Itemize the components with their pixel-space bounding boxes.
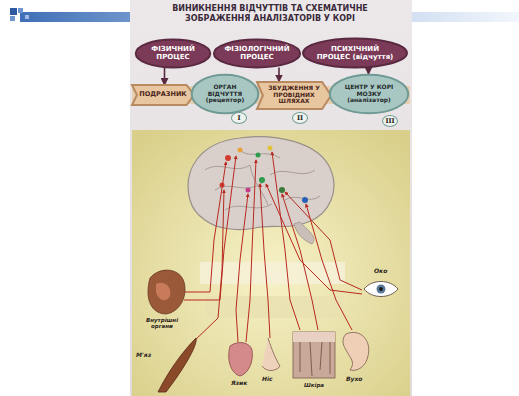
- organ-label: Язик: [231, 380, 247, 387]
- node-text: ФІЗІОЛОГІЧНИЙ ПРОЦЕС: [223, 45, 291, 61]
- receptor-oval: ОРГАН ВІДЧУТТЯ (рецептор): [191, 74, 259, 114]
- node-text: ФІЗИЧНИЙ ПРОЦЕС: [145, 45, 201, 61]
- flow-arrow: [164, 68, 166, 86]
- organ-label: Ніс: [262, 376, 273, 383]
- poster-title: ВИНИКНЕННЯ ВІДЧУТТІВ ТА СХЕМАТИЧНЕ ЗОБРА…: [150, 4, 390, 23]
- node-text: ПСИХІЧНИЙ ПРОЦЕС (відчуття): [314, 45, 396, 61]
- node-text: ЗБУДЖЕННЯ У ПРОВІДНИХ ШЛЯХАХ: [262, 85, 326, 106]
- process-oval: ФІЗІОЛОГІЧНИЙ ПРОЦЕС: [213, 39, 301, 68]
- analyzer-oval: ЦЕНТР У КОРІ МОЗКУ (аналізатор): [329, 74, 409, 114]
- callout-number: III: [382, 115, 398, 127]
- process-oval: ФІЗИЧНИЙ ПРОЦЕС: [135, 39, 211, 68]
- organ-label: Вухо: [346, 376, 362, 383]
- organ-label: Око: [374, 268, 387, 275]
- node-text: ЦЕНТР У КОРІ МОЗКУ (аналізатор): [339, 84, 399, 105]
- process-oval: ПСИХІЧНИЙ ПРОЦЕС (відчуття): [302, 38, 408, 68]
- flow-arrow: [278, 68, 280, 82]
- node-text: ПОДРАЗНИК: [139, 91, 186, 98]
- callout-number: I: [231, 112, 247, 124]
- pathway-arrow: ЗБУДЖЕННЯ У ПРОВІДНИХ ШЛЯХАХ: [257, 82, 331, 109]
- callout-number: II: [292, 112, 308, 124]
- flow-arrow: [368, 68, 370, 74]
- node-text: ОРГАН ВІДЧУТТЯ (рецептор): [200, 84, 250, 105]
- organ-label: М'яз: [136, 352, 151, 359]
- organ-label: Шкіра: [304, 382, 324, 388]
- stimulus-arrow: ПОДРАЗНИК: [132, 85, 194, 105]
- organ-label: Внутрішні органи: [136, 317, 188, 329]
